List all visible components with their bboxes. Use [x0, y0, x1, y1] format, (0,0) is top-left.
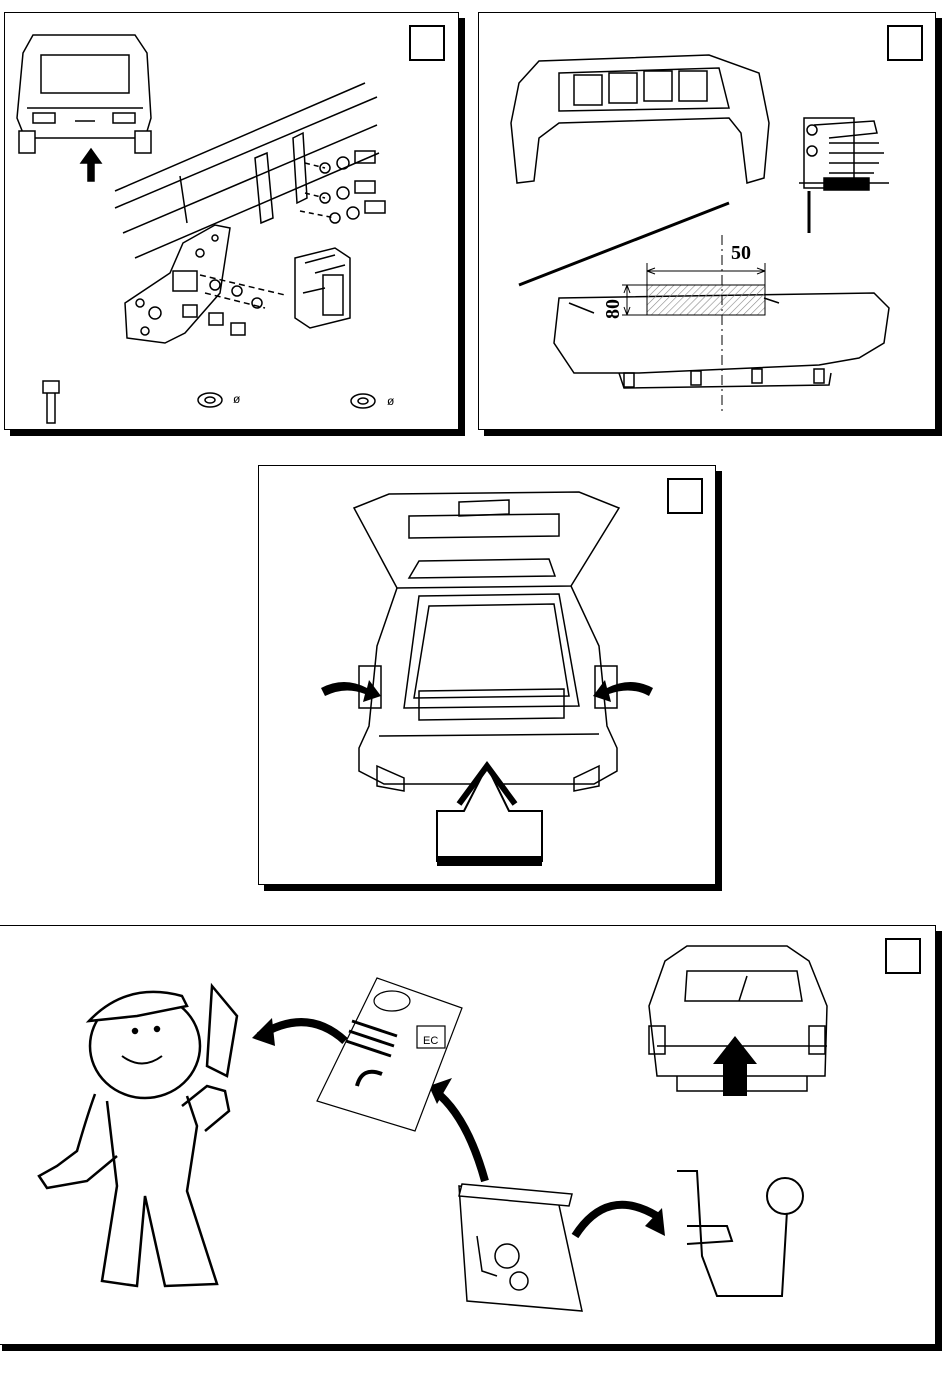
bolt-set-upper: [320, 151, 385, 223]
socket-module: [295, 248, 350, 328]
open-tailgate-illustration: [259, 466, 717, 886]
washer-diameter-label-2: ø: [387, 394, 395, 408]
arrow-to-towbar: [575, 1205, 657, 1236]
bumper-top-view: [511, 55, 769, 183]
bolt-set-lower: [173, 271, 262, 335]
ec-mark: EC: [423, 1035, 438, 1047]
up-arrow-small: [713, 1036, 757, 1096]
detachable-towbar: [677, 1171, 803, 1296]
bumper-cutout-illustration: 50 80: [479, 13, 937, 431]
jigsaw-icon: [799, 118, 889, 233]
dimension-width-label: 50: [731, 242, 751, 264]
panel-step-bumper-cutout: 50 80: [478, 12, 936, 430]
hardware-illustration: ø ø: [5, 13, 460, 431]
kit-contents-illustration: EC: [0, 926, 937, 1346]
panel-step-remove-trim: [258, 465, 716, 885]
cutout-area: [647, 285, 765, 315]
car-body-rear: [359, 586, 617, 791]
up-arrow: [81, 149, 101, 181]
legend-washer-2: [351, 394, 375, 408]
dimension-height-label: 80: [602, 299, 624, 319]
kit-bag: [459, 1184, 582, 1311]
car-rear-thumbnail: [17, 35, 151, 153]
left-curved-arrow: [321, 680, 381, 702]
large-up-arrow: [437, 766, 542, 866]
instruction-manual: [317, 978, 462, 1131]
bumper-beam: [115, 83, 379, 258]
open-tailgate: [354, 492, 619, 588]
panel-step-kit-contents: EC: [0, 925, 936, 1345]
mechanic-figure: [39, 986, 237, 1286]
separator-line: [519, 203, 729, 285]
legend-bolt: [43, 381, 59, 423]
panel-step-mounting-hardware: ø ø: [4, 12, 459, 430]
arrow-to-manual: [435, 1091, 485, 1181]
legend-washer-1: [198, 393, 222, 407]
washer-diameter-label-1: ø: [233, 392, 241, 406]
